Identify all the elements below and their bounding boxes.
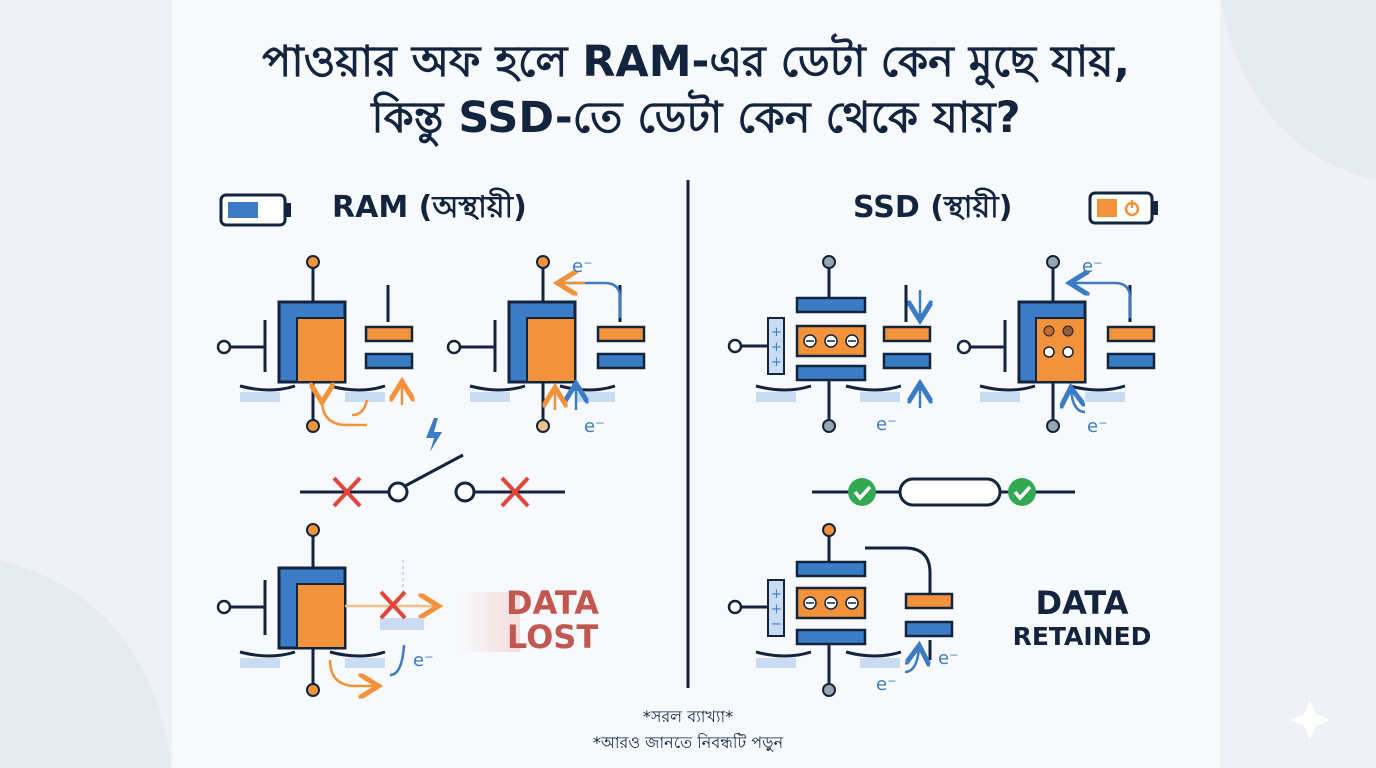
footnote-read-article: *আরও জানতে নিবন্ধটি পড়ুন <box>592 733 784 752</box>
title-line-2: কিন্তু SSD-তে ডেটা কেন থেকে যায়? <box>371 93 1021 143</box>
svg-text:+: + <box>771 587 782 602</box>
electron-label: e⁻ <box>584 416 605 437</box>
svg-text:+: + <box>771 325 782 340</box>
cross-icon <box>379 590 407 620</box>
check-icon <box>848 478 876 506</box>
title-line-1: পাওয়ার অফ হলে RAM-এর ডেটা কেন মুছে যায়… <box>262 37 1130 87</box>
electron-label: e⁻ <box>1087 416 1108 437</box>
page-title: পাওয়ার অফ হলে RAM-এর ডেটা কেন মুছে যায়… <box>172 34 1220 146</box>
battery-power-icon <box>1088 191 1158 225</box>
data-retained-label: DATA RETAINED <box>992 586 1172 654</box>
electron-label: e⁻ <box>413 650 434 671</box>
svg-text:+: + <box>771 602 782 617</box>
ssd-cell-programming: + + + <box>727 255 930 433</box>
data-lost-line-2: LOST <box>506 618 599 656</box>
lightning-icon <box>426 418 442 452</box>
svg-text:+: + <box>771 355 782 370</box>
cross-icon <box>500 476 530 508</box>
svg-text:+: + <box>771 340 782 355</box>
data-lost-label: DATA LOST <box>470 586 635 654</box>
battery-icon <box>219 193 291 227</box>
sparkle-icon <box>1290 700 1330 740</box>
ram-heading: RAM (অস্থায়ী) <box>332 190 527 225</box>
ssd-cell-retained: + + − <box>727 523 954 697</box>
data-lost-line-1: DATA <box>506 584 599 622</box>
electron-label: e⁻ <box>1082 256 1103 277</box>
ram-cell-discharged <box>216 523 520 696</box>
check-icon <box>1008 478 1036 506</box>
diagram-card <box>172 0 1220 768</box>
data-retained-line-1: DATA <box>1035 584 1129 622</box>
electron-label: e⁻ <box>938 648 959 669</box>
svg-text:−: − <box>771 617 782 632</box>
ram-cell-leaking <box>446 255 646 433</box>
ssd-cell-charged <box>956 255 1156 433</box>
ssd-heading: SSD (স্থায়ী) <box>853 190 1013 225</box>
ssd-power-link-closed <box>812 477 1075 507</box>
electron-label: e⁻ <box>572 256 593 277</box>
cross-icon <box>332 476 362 508</box>
electron-label: e⁻ <box>876 674 897 695</box>
ram-power-switch-open <box>300 418 565 508</box>
electron-label: e⁻ <box>876 414 897 435</box>
data-retained-line-2: RETAINED <box>1012 622 1152 651</box>
footnote-simple-explanation: *সরল ব্যাখ্যা* <box>642 707 734 726</box>
ram-cell-charged <box>216 255 412 433</box>
